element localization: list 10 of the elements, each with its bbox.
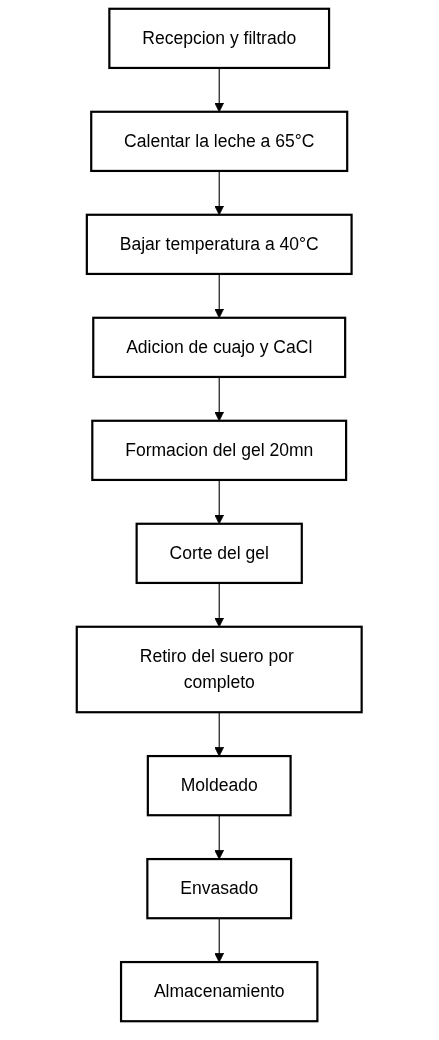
node-box: Almacenamiento — [120, 960, 319, 1023]
node-box: Corte del gel — [135, 522, 304, 585]
node-box: Envasado — [146, 857, 293, 920]
node-box: Moldeado — [147, 754, 292, 817]
node-box: Formacion del gel 20mn — [91, 419, 348, 482]
node-box: Recepcion y filtrado — [108, 7, 331, 70]
node-box: Bajar temperatura a 40°C — [86, 213, 353, 276]
node-box: Retiro del suero por completo — [75, 625, 364, 714]
node-box: Adicion de cuajo y CaCl — [92, 316, 347, 379]
node-box: Calentar la leche a 65°C — [90, 110, 349, 173]
